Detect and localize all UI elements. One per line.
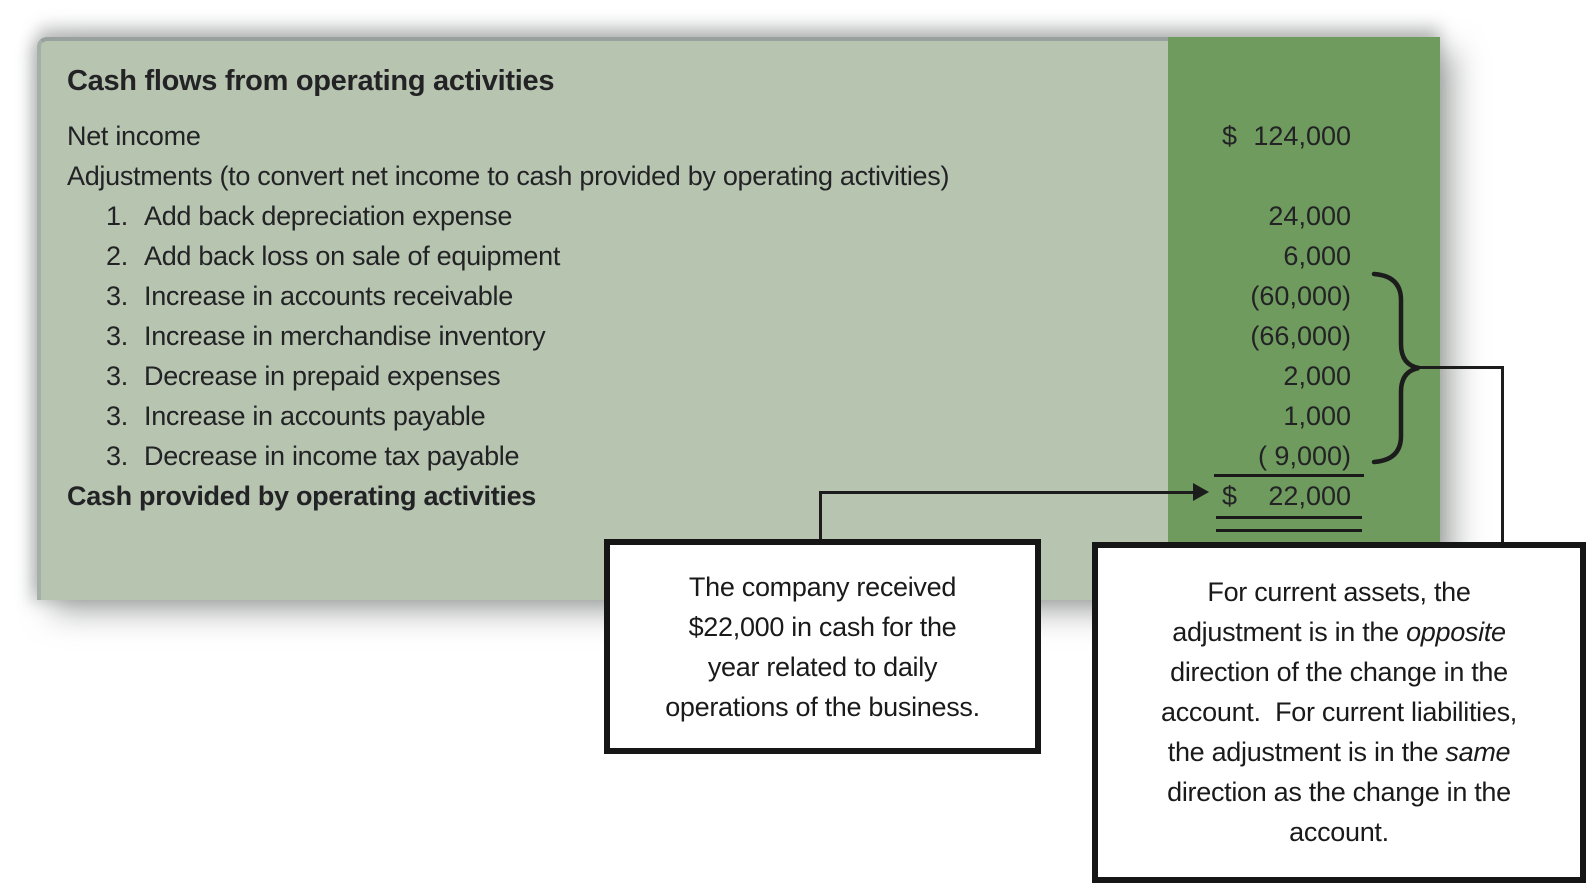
row-number: 2.	[106, 241, 128, 271]
cash-flow-statement-panel: Cash flows from operating activities Net…	[37, 37, 1440, 600]
row-accounts-payable-amount: 1,000	[1222, 400, 1351, 434]
double-underline	[1216, 516, 1362, 532]
arrow-vertical-segment	[819, 491, 822, 540]
row-adjustments-heading: Adjustments (to convert net income to ca…	[41, 160, 1440, 194]
row-label: Net income	[67, 121, 201, 151]
row-accounts-payable: 3. Increase in accounts payable	[41, 400, 1440, 434]
row-prepaid-expenses: 3. Decrease in prepaid expenses	[41, 360, 1440, 394]
callout-adjustment-direction: For current assets, the adjustment is in…	[1092, 542, 1586, 883]
row-total: Cash provided by operating activities	[41, 480, 1440, 514]
callout-line: The company received	[688, 572, 957, 602]
callout-cash-received: The company received $22,000 in cash for…	[604, 539, 1041, 754]
amount-value: 24,000	[1268, 201, 1351, 231]
row-number: 3.	[106, 401, 128, 431]
row-income-tax-payable: 3. Decrease in income tax payable	[41, 440, 1440, 474]
callout-line: For current assets, the	[1207, 577, 1471, 607]
callout-text: the adjustment is in the	[1167, 737, 1446, 767]
row-depreciation: 1. Add back depreciation expense	[41, 200, 1440, 234]
brace-connector-vertical	[1501, 366, 1504, 545]
row-number: 3.	[106, 321, 128, 351]
amount-column-background	[1168, 37, 1440, 600]
callout-line: year related to daily	[707, 652, 938, 682]
callout-italic-text: same	[1445, 737, 1511, 767]
currency-symbol: $	[1222, 121, 1238, 151]
total-amount-block: $ 22,000	[1214, 474, 1364, 532]
callout-line: direction as the change in the	[1167, 777, 1511, 807]
row-label: Add back loss on sale of equipment	[144, 241, 561, 271]
row-number: 1.	[106, 201, 128, 231]
callout-text: adjustment is in the	[1172, 617, 1407, 647]
amount-value: (60,000)	[1250, 281, 1351, 311]
row-label: Adjustments (to convert net income to ca…	[67, 161, 950, 191]
statement-title: Cash flows from operating activities	[67, 65, 555, 97]
callout-line: operations of the business.	[665, 692, 980, 722]
row-label: Decrease in income tax payable	[144, 441, 520, 471]
callout-line: $22,000 in cash for the	[688, 612, 957, 642]
total-amount-value: 22,000	[1268, 481, 1351, 511]
row-label: Increase in accounts payable	[144, 401, 486, 431]
row-number: 3.	[106, 361, 128, 391]
row-loss-on-sale-amount: 6,000	[1222, 240, 1351, 274]
row-number: 3.	[106, 441, 128, 471]
callout-line: account.	[1289, 817, 1389, 847]
callout-line: the adjustment is in the same	[1098, 732, 1580, 772]
currency-symbol: $	[1222, 481, 1238, 511]
row-depreciation-amount: 24,000	[1222, 200, 1351, 234]
row-label: Decrease in prepaid expenses	[144, 361, 501, 391]
row-loss-on-sale: 2. Add back loss on sale of equipment	[41, 240, 1440, 274]
amount-value: (66,000)	[1250, 321, 1351, 351]
arrow-head-icon	[1193, 483, 1209, 501]
amount-value: 124,000	[1253, 121, 1351, 151]
row-net-income: Net income	[41, 120, 1440, 154]
row-merchandise-inventory-amount: (66,000)	[1222, 320, 1351, 354]
row-net-income-amount: $ 124,000	[1222, 120, 1351, 154]
single-rule	[1214, 474, 1364, 477]
amount-value: ( 9,000)	[1257, 441, 1351, 471]
curly-brace-icon	[1371, 271, 1420, 465]
row-prepaid-expenses-amount: 2,000	[1222, 360, 1351, 394]
total-label: Cash provided by operating activities	[67, 481, 537, 511]
row-merchandise-inventory: 3. Increase in merchandise inventory	[41, 320, 1440, 354]
callout-line: direction of the change in the	[1170, 657, 1508, 687]
row-number: 3.	[106, 281, 128, 311]
amount-value: 1,000	[1283, 401, 1351, 431]
callout-line: account. For current liabilities,	[1161, 697, 1517, 727]
amount-value: 2,000	[1283, 361, 1351, 391]
row-label: Increase in merchandise inventory	[144, 321, 546, 351]
arrow-horizontal-segment	[819, 491, 1193, 494]
row-income-tax-payable-amount: ( 9,000)	[1222, 440, 1351, 474]
row-label: Increase in accounts receivable	[144, 281, 513, 311]
callout-line: adjustment is in the opposite	[1098, 612, 1580, 652]
row-label: Add back depreciation expense	[144, 201, 513, 231]
callout-italic-text: opposite	[1406, 617, 1506, 647]
brace-connector-horizontal	[1419, 366, 1504, 369]
row-accounts-receivable-amount: (60,000)	[1222, 280, 1351, 314]
row-accounts-receivable: 3. Increase in accounts receivable	[41, 280, 1440, 314]
amount-value: 6,000	[1283, 241, 1351, 271]
